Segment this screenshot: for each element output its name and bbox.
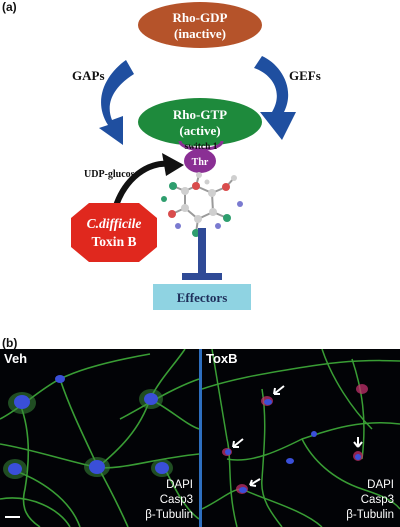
udp-glucose-label: UDP-glucose [84,169,140,180]
effectors-box [153,284,251,310]
gefs-arrow [254,56,296,140]
panel-b-label: (b) [2,336,18,350]
panel-a-label: (a) [2,0,17,14]
glucosylation-arrowhead [162,153,184,176]
toxb-title: ToxB [206,351,238,366]
vehicle-title: Veh [4,351,28,366]
scale-bar [5,516,20,518]
thr-residue [184,149,216,173]
legend-tubulin: β-Tubulin [145,509,193,521]
toxin-name-label: Toxin B [92,234,137,249]
legend-tubulin: β-Tubulin [346,509,394,521]
gefs-label: GEFs [289,68,321,83]
legend-dapi: DAPI [166,479,193,491]
toxb-legend: DAPI Casp3 β-Tubulin [346,478,394,523]
gaps-label: GAPs [72,68,105,83]
toxb-neurons-image [202,349,400,527]
rho-pathway-diagram: Rho-GDP (inactive) GAPs GEFs Rho-GTP (ac… [71,2,321,310]
toxb-micrograph: ToxB DAPI Casp3 β-Tubulin [202,349,400,527]
effectors-label: Effectors [177,290,228,305]
rho-gdp-state: (inactive) [174,26,226,41]
inhibition-bar [182,273,222,280]
legend-casp3: Casp3 [159,494,193,506]
legend-dapi: DAPI [367,479,394,491]
rho-gdp-label: Rho-GDP [173,10,228,25]
gaps-arrow [99,60,134,145]
rho-gtp-state: (active) [179,123,220,138]
glucose-molecule-icon [161,172,243,237]
vehicle-neurons-image [0,349,199,527]
arrow-markers [232,385,363,487]
thr-label: Thr [192,157,209,168]
rho-gdp-node [138,2,262,48]
toxin-organism-label: C.difficile [87,216,142,231]
vehicle-legend: DAPI Casp3 β-Tubulin [145,478,193,523]
toxin-b-octagon [71,203,157,262]
glucosylation-arrow [111,160,169,213]
vehicle-micrograph: Veh DAPI Casp3 β-Tubulin [0,349,199,527]
panel-divider [199,349,202,527]
legend-casp3: Casp3 [360,494,394,506]
switch-label: switch 1 [185,142,218,152]
inhibition-stem [198,228,206,276]
rho-gtp-label: Rho-GTP [173,107,227,122]
rho-gtp-node [138,98,262,146]
